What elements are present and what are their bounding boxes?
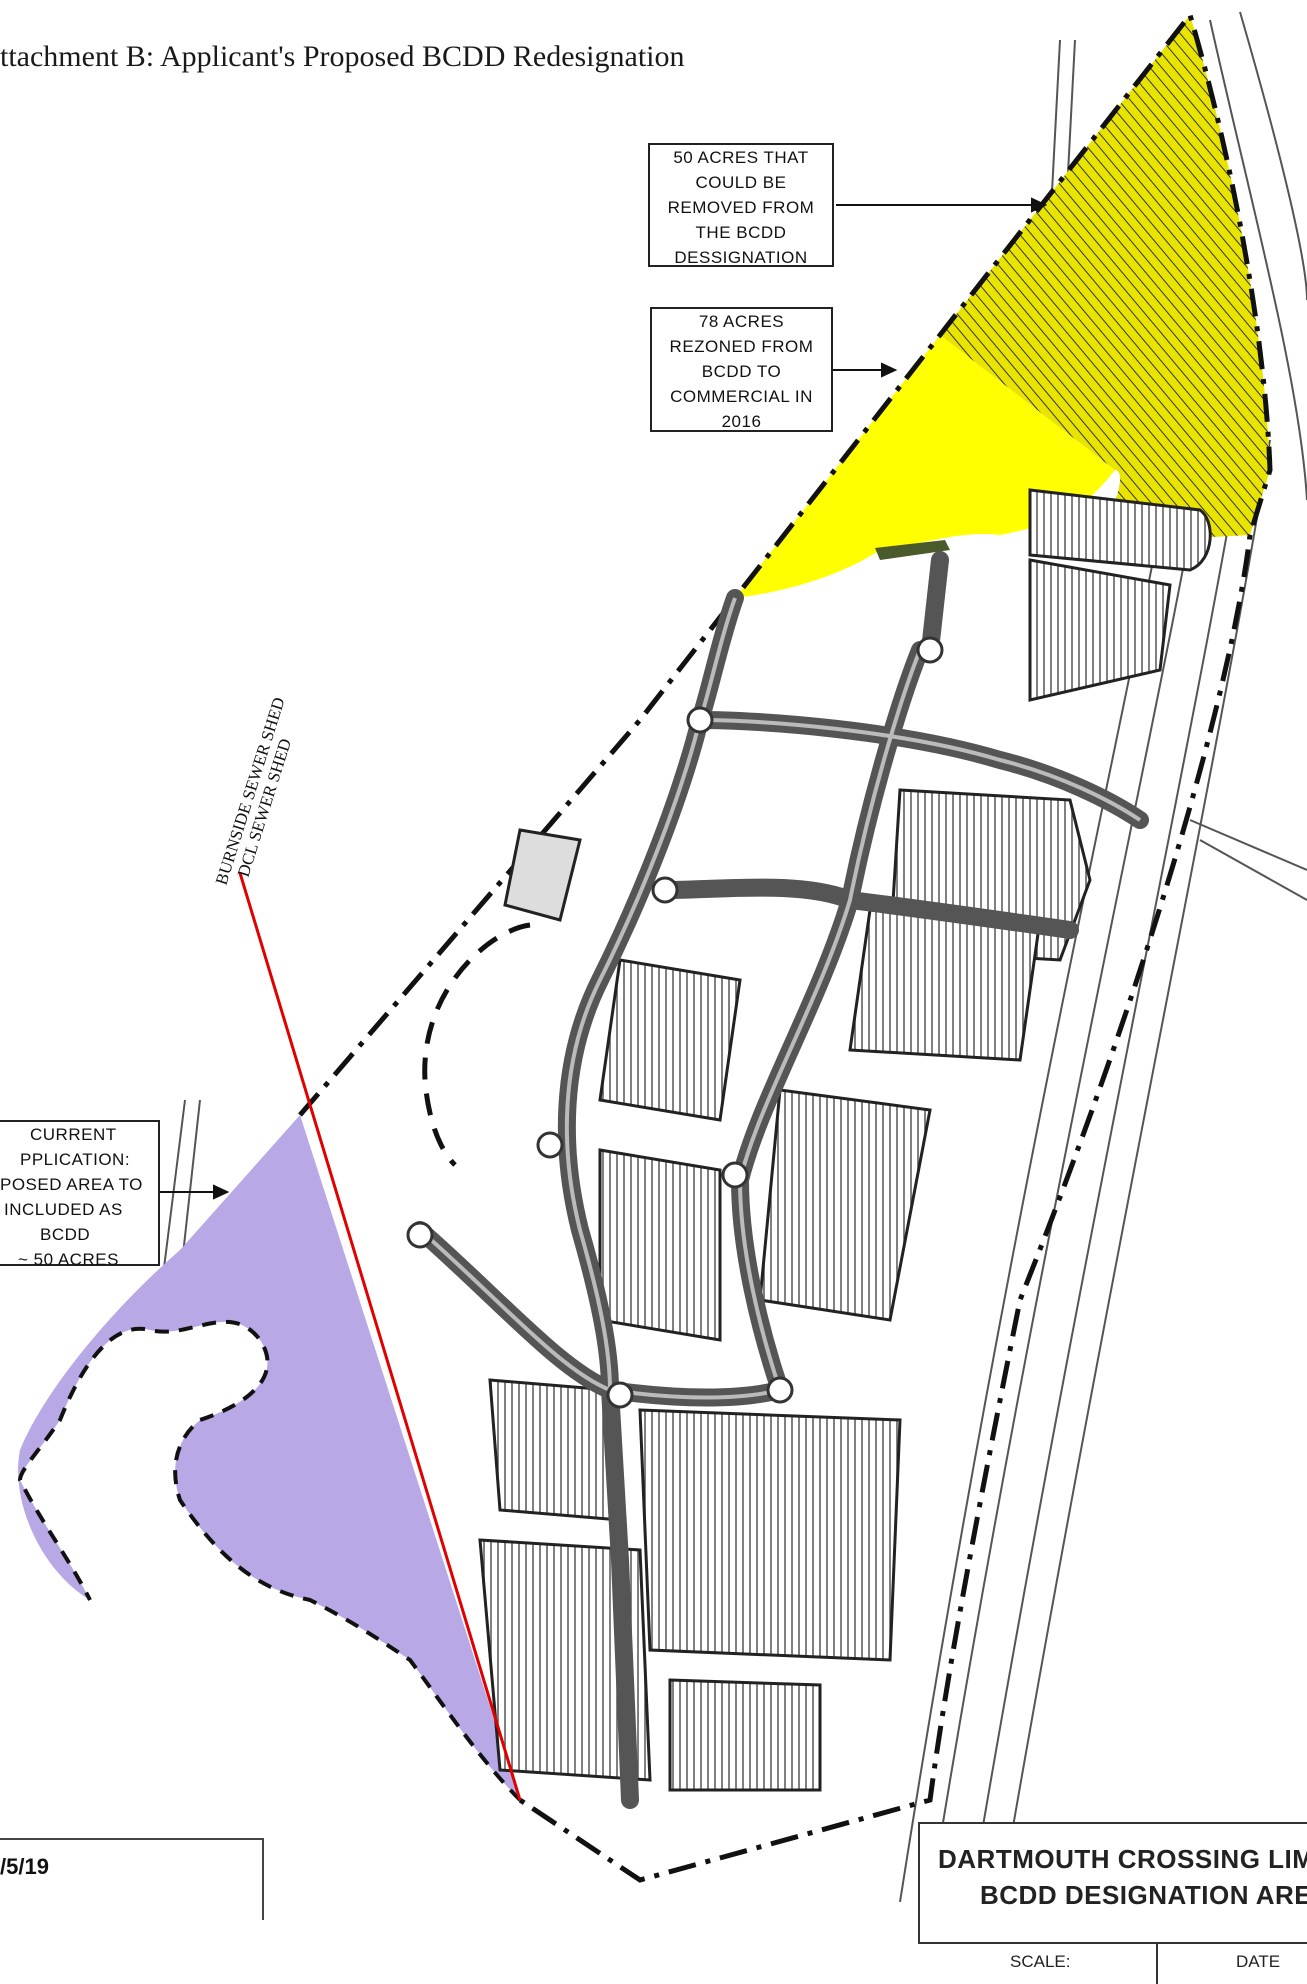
- callout-current-application: CURRENT PPLICATION: POSED AREA TO INCLUD…: [0, 1120, 160, 1269]
- page-title: ttachment B: Applicant's Proposed BCDD R…: [0, 40, 685, 73]
- title-block-line2: BCDD DESIGNATION ARE: [980, 1880, 1307, 1910]
- callout-removable-50-acres: 50 ACRES THAT COULD BE REMOVED FROM THE …: [648, 143, 834, 267]
- date-stamp-box: /5/19: [0, 1838, 264, 1920]
- site-plan-map: DCL SEWER SHED BURNSIDE SEWER SHED: [17, 9, 1307, 1902]
- current-application-area: [18, 1115, 520, 1800]
- removable-50-acres-area: [940, 15, 1270, 538]
- callout-arrows: [160, 197, 1048, 1200]
- scale-label: SCALE:: [1010, 1952, 1071, 1971]
- site-boundary: [298, 9, 1273, 1883]
- site-boundary-west: [17, 1319, 522, 1802]
- title-block: DARTMOUTH CROSSING LIM BCDD DESIGNATION …: [918, 1822, 1307, 1984]
- vegetation-feature: [875, 540, 950, 560]
- date-stamp: /5/19: [0, 1854, 49, 1879]
- rezoned-78-acres-area: [735, 335, 1115, 598]
- interior-dashed-path: [422, 922, 531, 1167]
- date-label: DATE: [1236, 1952, 1281, 1971]
- title-block-line1: DARTMOUTH CROSSING LIM: [938, 1844, 1307, 1874]
- roundabouts: [406, 636, 944, 1409]
- callout-rezoned-78-acres: 78 ACRES REZONED FROM BCDD TO COMMERCIAL…: [650, 307, 833, 432]
- road-network-centerline: [418, 597, 1142, 1400]
- title-block-row: SCALE: DATE: [918, 1942, 1307, 1984]
- title-block-divider: [1156, 1944, 1158, 1984]
- development-blocks: [478, 488, 1212, 1792]
- sewer-shed-line: [238, 872, 522, 1801]
